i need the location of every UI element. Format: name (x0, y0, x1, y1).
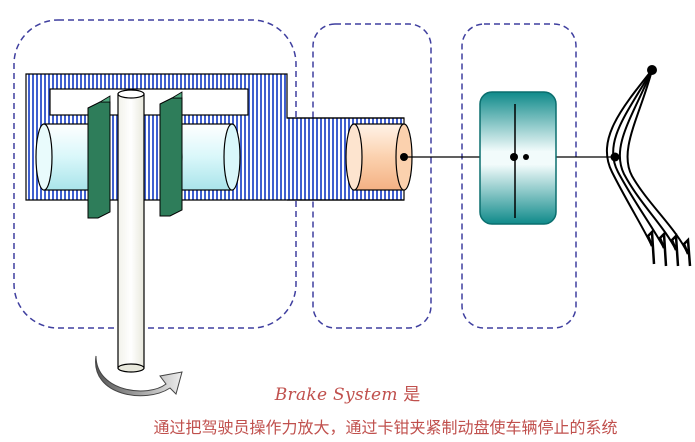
caption-description: 通过把驾驶员操作力放大，通过卡钳夹紧制动盘使车辆停止的系统 (153, 418, 618, 437)
caliper-bridge-slot (49, 88, 249, 116)
pedal-pivot (647, 65, 657, 75)
caption-title-zh: 是 (403, 385, 421, 405)
brake-pedal (606, 69, 692, 267)
left-piston (35, 123, 93, 191)
disc-rotation-arrow (95, 355, 183, 397)
left-brake-pad (87, 95, 111, 219)
brake-booster (479, 91, 557, 225)
right-piston (165, 123, 241, 191)
booster-group-border (461, 23, 577, 329)
caption-title: Brake System 是 (0, 380, 695, 405)
caption-title-en: Brake System (274, 385, 398, 405)
master-cylinder-piston (345, 123, 413, 191)
right-brake-pad (159, 91, 183, 217)
brake-disc (117, 89, 145, 373)
pedal-joint (610, 152, 620, 162)
